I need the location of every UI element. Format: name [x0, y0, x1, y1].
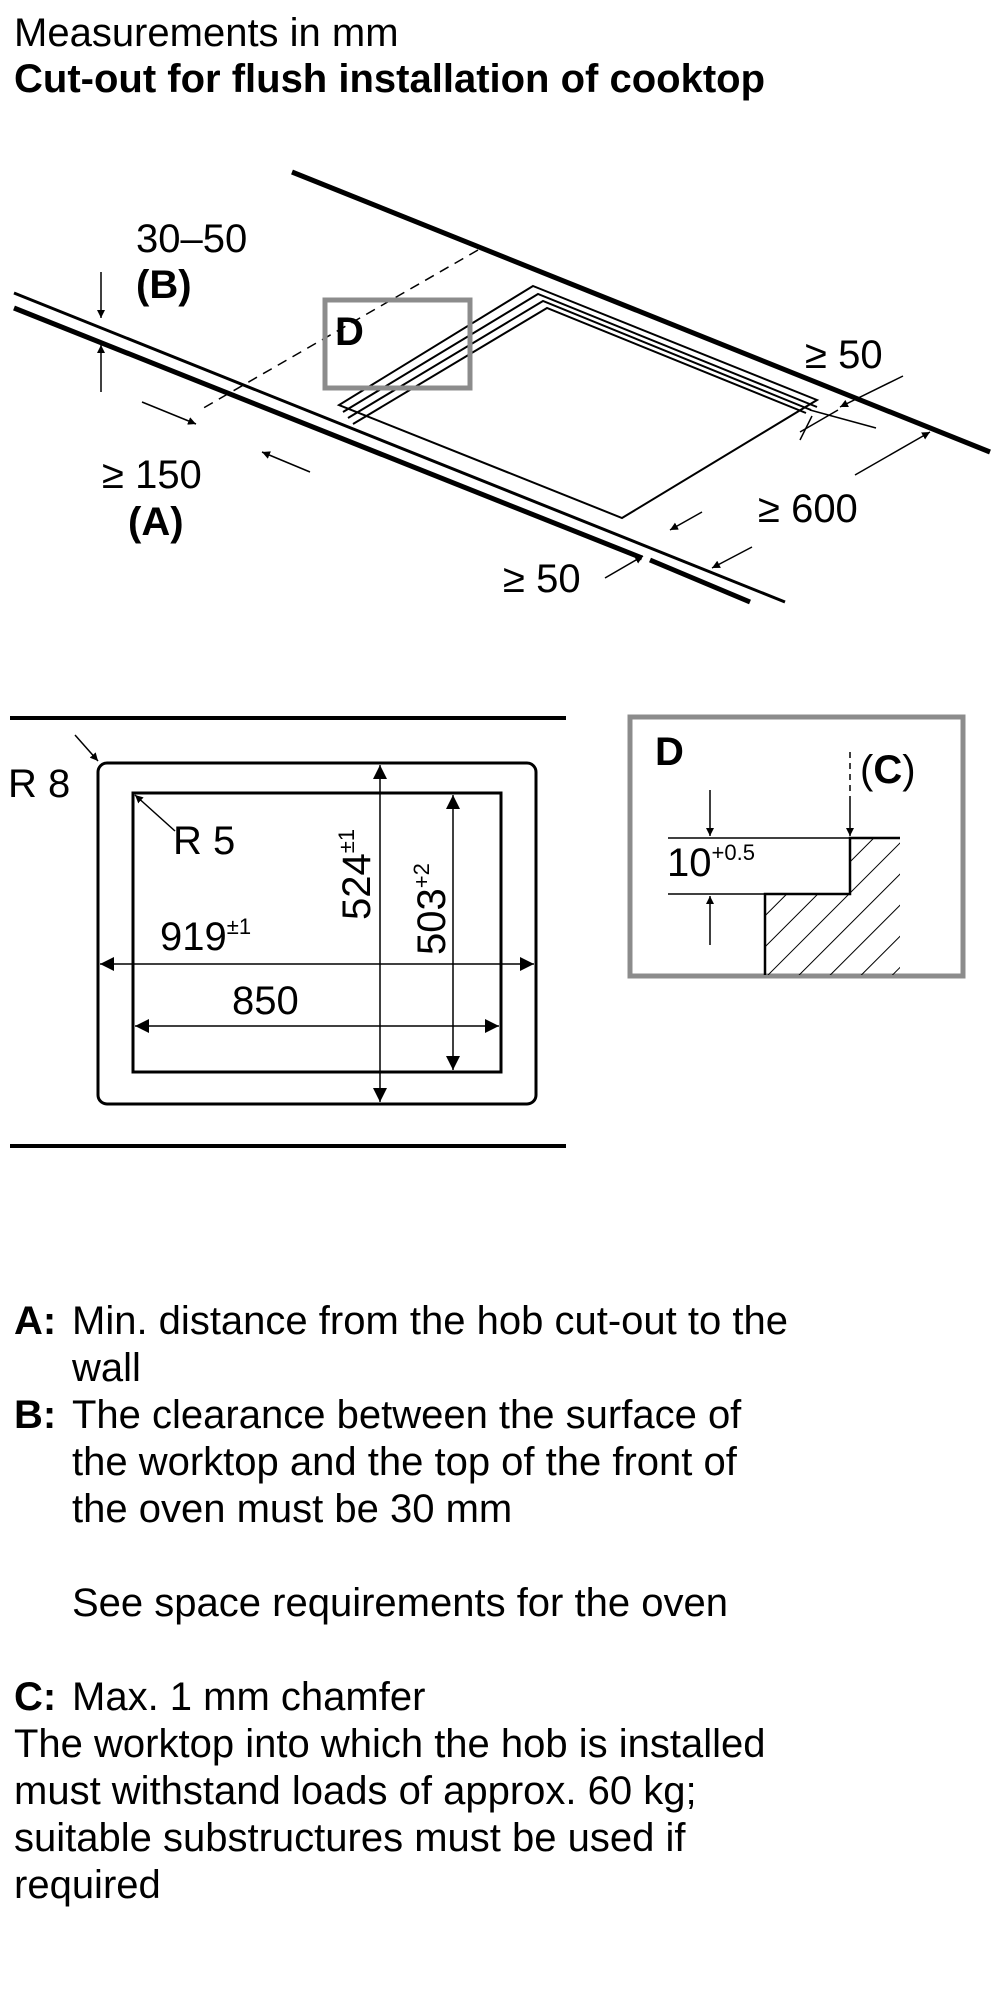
legend-a-text-1: Min. distance from the hob cut-out to th… — [72, 1299, 788, 1343]
detail-d-title: D — [655, 730, 684, 774]
isometric-labels: 30–50 (B) D ≥ 150 (A) ≥ 50 ≥ 600 ≥ 50 — [102, 217, 883, 601]
legend-b-text-2: the worktop and the top of the front of — [72, 1440, 737, 1484]
label-b: (B) — [136, 263, 192, 307]
dim-a-value: ≥ 150 — [102, 453, 202, 497]
dim-front-value: ≥ 50 — [503, 557, 581, 601]
legend-b-text-3: the oven must be 30 mm — [72, 1487, 513, 1531]
measurement-unit-note: Measurements in mm — [14, 11, 399, 55]
legend-b-text-1: The clearance between the surface of — [72, 1393, 742, 1437]
legend-item-c: C: Max. 1 mm chamfer — [14, 1674, 974, 1721]
dim-503-value: 503+2 — [409, 863, 454, 955]
legend-item-b: B: The clearance between the surface of … — [14, 1392, 974, 1533]
legend-c-text: Max. 1 mm chamfer — [72, 1675, 426, 1719]
isometric-view — [13, 169, 991, 605]
page-title: Cut-out for flush installation of cookto… — [14, 57, 766, 101]
detail-labels: D (C) 10+0.5 — [655, 730, 916, 885]
dim-front-arrow-top — [669, 511, 703, 531]
load-note-4: required — [14, 1863, 161, 1907]
detail-d — [627, 714, 966, 979]
dim-right-value: ≥ 50 — [805, 333, 883, 377]
dim-depth-arrow-top — [854, 431, 931, 476]
detail-d-marker — [322, 297, 473, 391]
worktop-front-edge — [13, 291, 786, 604]
dim-depth-value: ≥ 600 — [758, 487, 858, 531]
legend-key-c: C: — [14, 1675, 57, 1719]
dim-a-arrow-left — [141, 401, 197, 425]
dim-front-arrow-bottom — [604, 555, 644, 579]
dim-depth-arrow-bottom — [711, 546, 753, 569]
radius-outer-value: R 8 — [8, 762, 70, 806]
wall-edge — [291, 169, 991, 455]
legend-key-a: A: — [14, 1299, 57, 1343]
label-a: (A) — [128, 500, 184, 544]
plan-view — [10, 716, 566, 1148]
dim-524-value: 524±1 — [334, 829, 379, 920]
load-note-1: The worktop into which the hob is instal… — [14, 1722, 766, 1766]
detail-d-frame — [627, 714, 966, 979]
radius-inner-value: R 5 — [173, 819, 235, 863]
inner-cutout — [131, 791, 503, 1074]
worktop-section — [765, 838, 900, 975]
cooktop-cutout — [336, 284, 820, 520]
chamfer-label: (C) — [860, 748, 916, 792]
dim-right-arrow — [839, 375, 904, 408]
legend-key-b: B: — [14, 1393, 57, 1437]
radius-inner-leader — [134, 794, 176, 832]
outer-cutout — [96, 761, 538, 1106]
page-heading: Measurements in mm Cut-out for flush ins… — [14, 10, 765, 102]
radius-outer-leader — [74, 734, 99, 762]
plan-labels: R 8 R 5 919±1 850 524±1 503+2 — [8, 762, 454, 1023]
load-note-3: suitable substructures must be used if — [14, 1816, 686, 1860]
legend-item-a: A: Min. distance from the hob cut-out to… — [14, 1298, 974, 1392]
legend: A: Min. distance from the hob cut-out to… — [14, 1298, 974, 1909]
load-note-2: must withstand loads of approx. 60 kg; — [14, 1769, 697, 1813]
legend-b-note: See space requirements for the oven — [72, 1581, 728, 1625]
legend-a-text-2: wall — [72, 1346, 141, 1390]
detail-d-tag: D — [335, 310, 364, 354]
dim-919-value: 919±1 — [160, 914, 251, 959]
dim-b-value: 30–50 — [136, 217, 247, 261]
rebate-depth-value: 10+0.5 — [667, 840, 755, 885]
worktop-front-edge-lower — [13, 305, 643, 561]
dim-a-arrow-right — [261, 451, 311, 473]
dim-850-value: 850 — [232, 979, 299, 1023]
